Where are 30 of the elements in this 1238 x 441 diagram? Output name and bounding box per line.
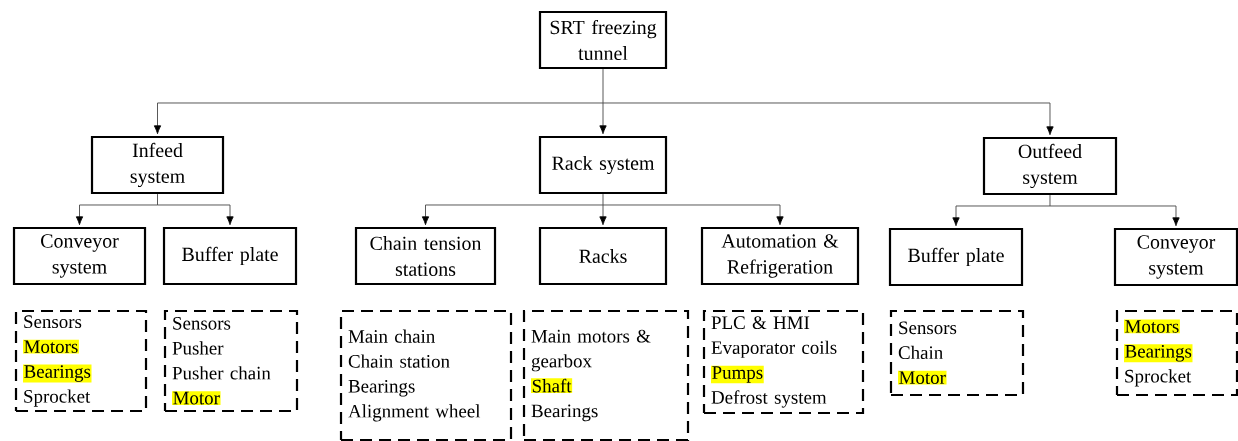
arrow — [602, 204, 784, 226]
category-box: Conveyor system — [12, 226, 147, 286]
arrow — [1049, 205, 1180, 227]
category-box: Automation & Refrigeration — [700, 226, 860, 286]
category-box: Infeed system — [90, 135, 225, 195]
arrow — [599, 68, 607, 135]
arrow — [602, 102, 1054, 136]
component-list-box: Main chain Chain station Bearings Alignment wheel — [339, 309, 513, 441]
category-box: Racks — [538, 226, 668, 286]
component-list-box: Sensors Motors Bearings Sprocket — [14, 309, 148, 413]
arrow — [157, 204, 234, 226]
category-box: Outfeed system — [982, 136, 1118, 196]
category-box: Rack system — [538, 135, 668, 195]
component-list-box: Motors Bearings Sprocket — [1115, 309, 1238, 397]
category-box: Buffer plate — [162, 226, 298, 286]
arrow — [952, 205, 1051, 227]
component-list-box: Main motors & gearbox Shaft Bearings — [522, 309, 690, 441]
component-list-box: Sensors Pusher Pusher chain Motor — [163, 309, 299, 413]
arrow — [421, 204, 604, 226]
category-box: SRT freezing tunnel — [538, 10, 668, 70]
arrow — [153, 102, 604, 135]
connector-line — [157, 193, 158, 206]
component-list-box: Sensors Chain Motor — [889, 309, 1025, 397]
category-box: Conveyor system — [1113, 227, 1238, 287]
component-list-box: PLC & HMI Evaporator coils Pumps Defrost system — [702, 309, 865, 415]
connector-line — [1049, 194, 1051, 207]
category-box: Chain tension stations — [354, 226, 497, 286]
arrow — [599, 193, 607, 226]
arrow — [75, 204, 158, 226]
category-box: Buffer plate — [888, 227, 1024, 287]
